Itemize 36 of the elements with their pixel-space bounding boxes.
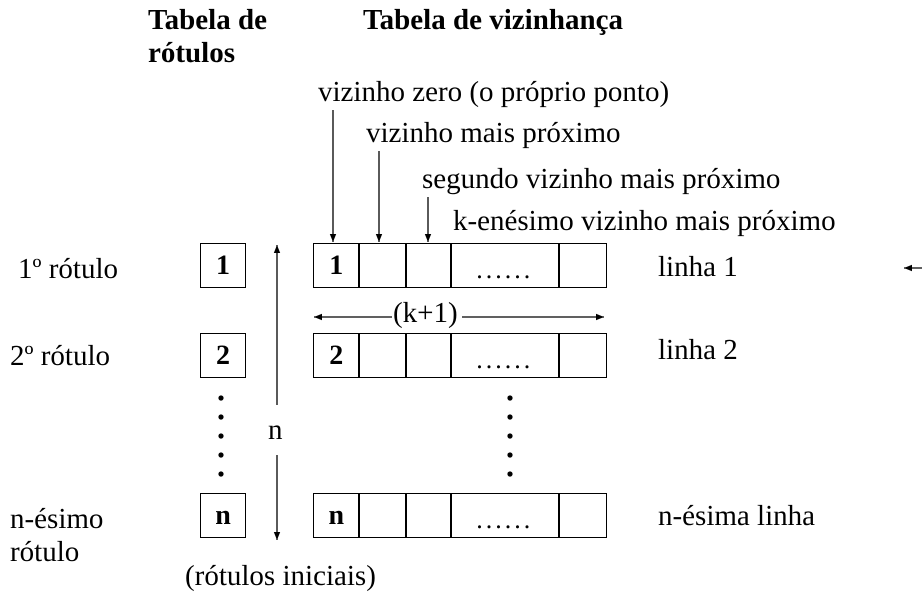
callout-text: segundo vizinho mais próximo	[422, 163, 780, 196]
table-cell: n	[200, 493, 246, 538]
caption-text: (rótulos iniciais)	[185, 560, 376, 594]
callout-text: vizinho zero (o próprio ponto)	[318, 76, 670, 110]
row-label: linha 2	[658, 334, 738, 368]
leader-line	[424, 197, 432, 242]
table-cell: ......	[450, 243, 560, 288]
dimension-label: (k+1)	[393, 297, 458, 330]
table-heading: Tabela de vizinhança	[363, 4, 623, 38]
callout-text: k-enésimo vizinho mais próximo	[453, 205, 836, 238]
table-cell: 2	[313, 333, 360, 378]
leader-line	[330, 110, 336, 242]
empty-cell	[558, 333, 606, 378]
table-cell: 2	[200, 333, 246, 378]
dimension-label: n	[268, 414, 282, 448]
empty-cell	[358, 493, 406, 538]
empty-cell	[358, 333, 406, 378]
empty-cell	[405, 333, 452, 378]
row-label: n-ésimo rótulo	[10, 503, 104, 570]
table-heading: Tabela de rótulos	[148, 4, 268, 71]
empty-cell	[405, 493, 452, 538]
empty-cell	[558, 493, 606, 538]
table-cell: ......	[450, 333, 560, 378]
empty-cell	[405, 243, 452, 288]
table-cell: 1	[313, 243, 360, 288]
table-cell: n	[313, 493, 360, 538]
row-label: 1º rótulo	[18, 253, 118, 286]
callout-text: vizinho mais próximo	[366, 117, 621, 150]
table-cell: 1	[200, 243, 246, 288]
table-cell: ......	[450, 493, 560, 538]
row-label: n-ésima linha	[658, 500, 816, 534]
empty-cell	[358, 243, 406, 288]
row-label: linha 1	[658, 251, 738, 284]
empty-cell	[558, 243, 606, 288]
row-label: 2º rótulo	[10, 340, 110, 374]
leader-line	[376, 151, 382, 242]
